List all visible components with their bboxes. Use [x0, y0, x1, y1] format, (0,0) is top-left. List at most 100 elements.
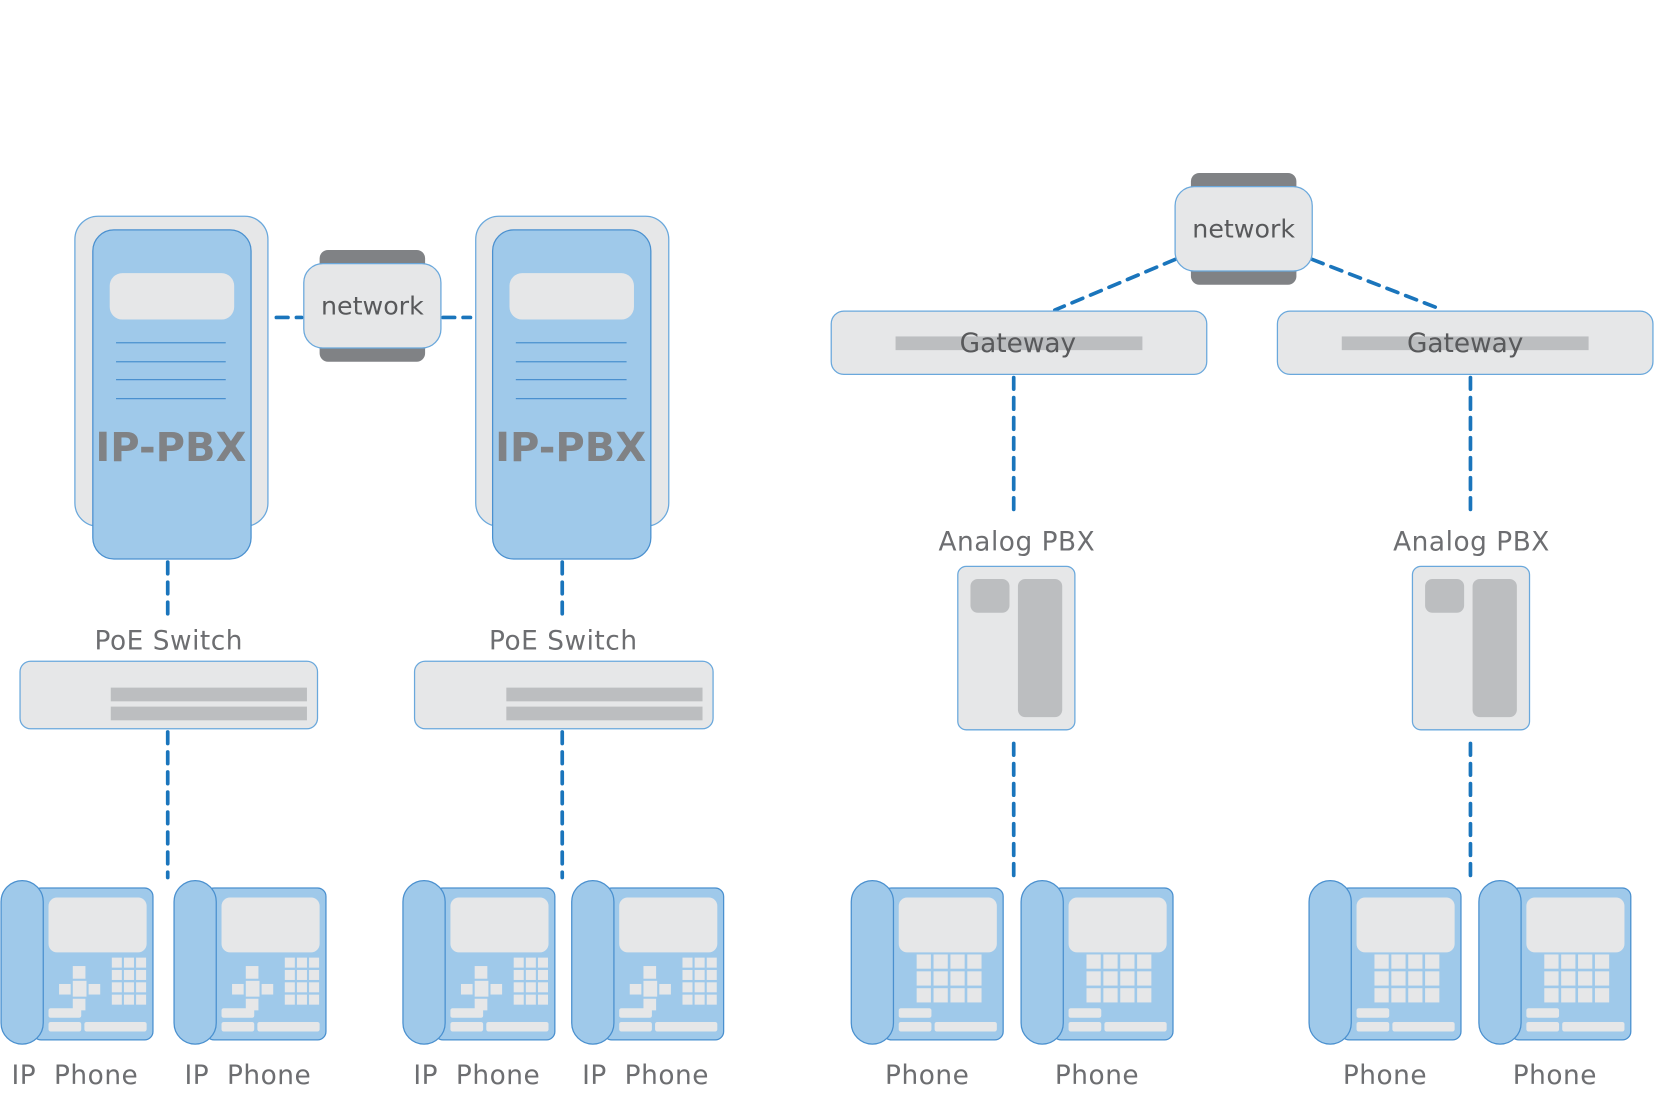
ip-pbx-server-1[interactable]: IP-PBX: [74, 215, 269, 560]
analog-pbx-button: [1425, 579, 1465, 613]
ip-pbx-label: IP-PBX: [95, 425, 246, 471]
poe-switch-label: PoE Switch: [94, 627, 243, 657]
analog-pbx-1[interactable]: [957, 565, 1076, 731]
analog-pbx-panel: [1017, 579, 1063, 718]
keypad-icon: [682, 957, 717, 1005]
phone-label: Phone: [1343, 1061, 1427, 1091]
handset-icon: [1020, 879, 1064, 1045]
dpad-icon: [59, 966, 101, 1011]
handset-icon: [1308, 879, 1352, 1045]
softkey: [257, 1021, 320, 1032]
keypad-icon: [916, 954, 982, 1003]
gateway-label: Gateway: [960, 329, 1076, 359]
analog-phone[interactable]: [1478, 879, 1632, 1045]
softkey: [1526, 1021, 1560, 1032]
keypad-icon: [1374, 954, 1440, 1003]
phone-screen: [619, 897, 718, 953]
server-vent-lines: [116, 342, 226, 400]
analog-phone[interactable]: [850, 879, 1004, 1045]
phone-screen: [1356, 897, 1455, 953]
softkey: [221, 1008, 255, 1018]
softkey: [450, 1021, 484, 1032]
switch-port-bar: [506, 687, 703, 702]
softkey: [1356, 1021, 1390, 1032]
gateway-1[interactable]: Gateway: [830, 310, 1208, 376]
dpad-icon: [232, 966, 274, 1011]
server-display: [509, 273, 634, 320]
ip-phone[interactable]: [173, 879, 327, 1045]
network-body: [303, 263, 442, 349]
softkey: [1068, 1021, 1102, 1032]
phone-screen: [221, 897, 320, 953]
softkey: [486, 1021, 549, 1032]
handset-icon: [850, 879, 895, 1045]
dpad-icon: [629, 966, 671, 1011]
connections: [165, 257, 1473, 880]
handset-icon: [173, 879, 217, 1045]
handset-icon: [571, 879, 615, 1045]
handset-icon: [0, 879, 44, 1045]
phone-screen: [898, 897, 997, 953]
poe-switch-2[interactable]: [413, 660, 714, 730]
ip-phone[interactable]: [571, 879, 725, 1045]
softkey: [934, 1021, 997, 1032]
softkey: [1562, 1021, 1625, 1032]
softkey: [1068, 1008, 1102, 1018]
ip-pbx-label: IP-PBX: [495, 425, 646, 471]
phone-label: Phone: [885, 1061, 969, 1091]
softkey: [221, 1021, 255, 1032]
poe-switch-1[interactable]: [19, 660, 319, 730]
phone-label: IP Phone: [184, 1061, 311, 1091]
switch-port-bar: [506, 706, 703, 721]
analog-pbx-2[interactable]: [1411, 565, 1531, 731]
phone-screen: [1068, 897, 1167, 953]
keypad-icon: [1544, 954, 1610, 1003]
link-network-gateway1: [1053, 257, 1177, 312]
gateway-bar: [1341, 336, 1589, 351]
softkey: [450, 1008, 484, 1018]
softkey: [84, 1021, 147, 1032]
poe-switch-label: PoE Switch: [489, 627, 638, 657]
network-label: network: [1192, 214, 1295, 243]
network-node-analog[interactable]: network: [1174, 172, 1313, 285]
gateway-label: Gateway: [1407, 329, 1523, 359]
switch-port-bar: [110, 687, 307, 702]
ip-phone[interactable]: [402, 879, 556, 1045]
link-network-gateway2: [1310, 257, 1445, 312]
phone-label: Phone: [1513, 1061, 1597, 1091]
handset-icon: [1478, 879, 1522, 1045]
keypad-icon: [513, 957, 548, 1005]
keypad-icon: [1086, 954, 1152, 1003]
analog-pbx-label: Analog PBX: [1393, 528, 1550, 558]
ip-pbx-server-2[interactable]: IP-PBX: [475, 215, 670, 560]
softkey: [619, 1021, 652, 1032]
phone-label: IP Phone: [413, 1061, 540, 1091]
network-node-ip[interactable]: network: [303, 249, 442, 362]
handset-icon: [402, 879, 446, 1045]
softkey: [1392, 1021, 1455, 1032]
keypad-icon: [284, 957, 320, 1005]
network-body: [1174, 186, 1313, 272]
softkey: [1356, 1008, 1390, 1018]
softkey: [1526, 1008, 1560, 1018]
analog-phone[interactable]: [1020, 879, 1174, 1045]
softkey: [1104, 1021, 1167, 1032]
softkey: [898, 1008, 932, 1018]
phone-label: Phone: [1055, 1061, 1139, 1091]
softkey: [898, 1021, 932, 1032]
server-vent-lines: [515, 342, 627, 400]
switch-port-bar: [110, 706, 307, 721]
gateway-2[interactable]: Gateway: [1276, 310, 1654, 376]
analog-phone[interactable]: [1308, 879, 1462, 1045]
phone-label: IP Phone: [582, 1061, 709, 1091]
network-label: network: [321, 291, 424, 320]
softkey: [48, 1008, 82, 1018]
analog-pbx-panel: [1472, 579, 1517, 718]
softkey: [48, 1021, 82, 1032]
ip-phone[interactable]: [0, 879, 154, 1045]
keypad-icon: [111, 957, 147, 1005]
server-display: [109, 273, 235, 320]
softkey: [619, 1008, 652, 1018]
